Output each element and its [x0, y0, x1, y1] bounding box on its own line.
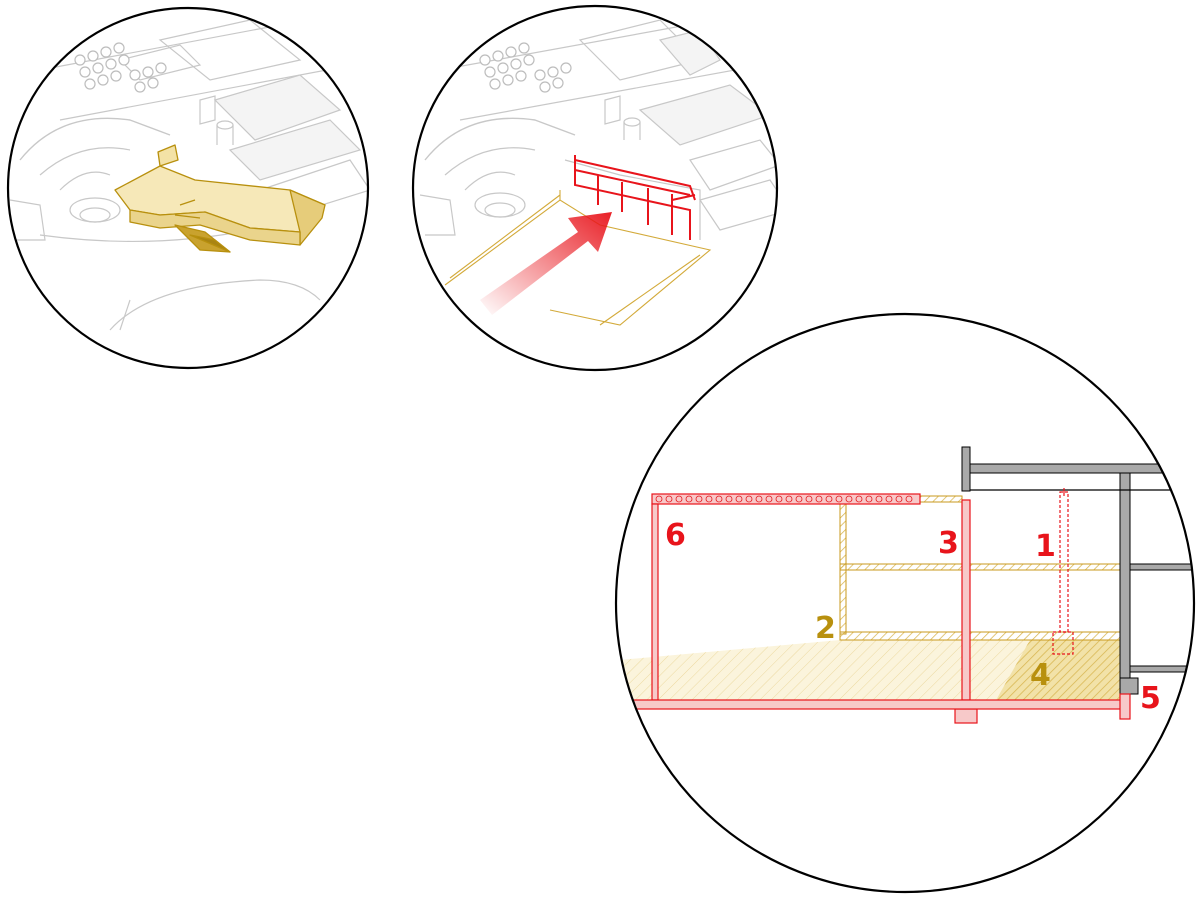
callout-4: 4 [1030, 658, 1051, 693]
callout-1: 1 [1035, 529, 1056, 564]
callout-2: 2 [815, 611, 836, 646]
callout-5: 5 [1140, 681, 1161, 716]
axonometric-view-entrance-arrow [411, 4, 779, 372]
axonometric-view-highlighted-volume [6, 6, 370, 370]
section-detail: 1 2 3 4 5 6 [614, 312, 1196, 894]
callout-6: 6 [665, 518, 686, 553]
callout-3: 3 [938, 526, 959, 561]
